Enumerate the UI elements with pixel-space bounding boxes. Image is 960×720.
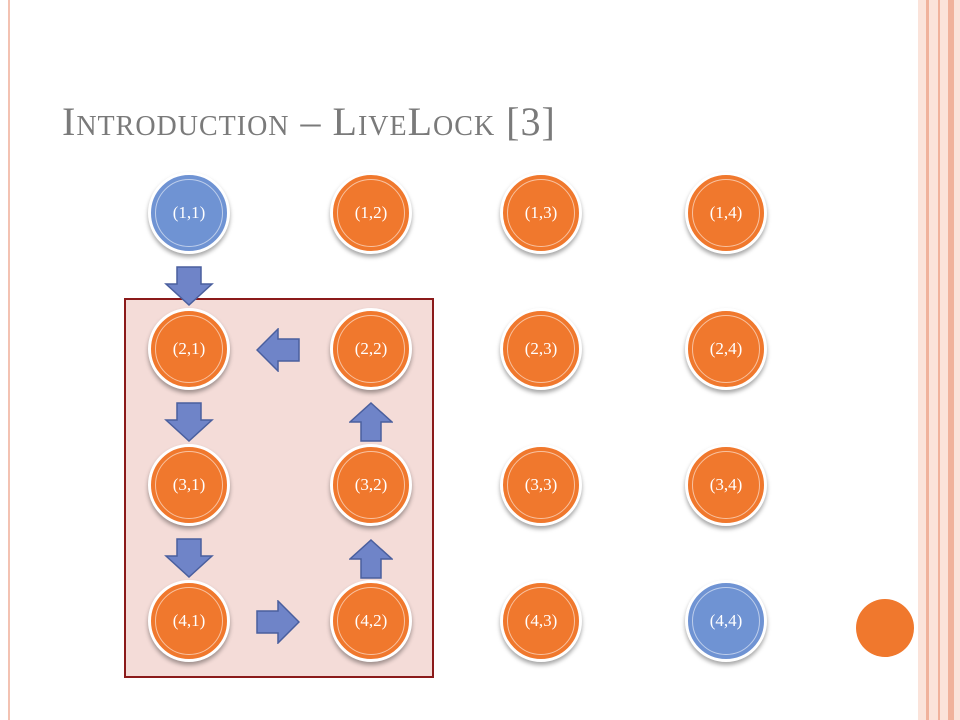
node-3-1: (3,1) bbox=[148, 444, 230, 526]
node-3-2: (3,2) bbox=[330, 444, 412, 526]
node-2-3: (2,3) bbox=[500, 308, 582, 390]
node-4-1: (4,1) bbox=[148, 580, 230, 662]
node-1-2: (1,2) bbox=[330, 172, 412, 254]
node-label: (1,4) bbox=[709, 203, 743, 222]
node-label: (4,3) bbox=[524, 611, 558, 630]
node-label: (2,3) bbox=[524, 339, 558, 358]
arrow-down-icon bbox=[164, 266, 214, 306]
arrow-down-icon bbox=[164, 538, 214, 578]
node-4-4: (4,4) bbox=[685, 580, 767, 662]
decorative-orange-circle bbox=[856, 599, 914, 657]
node-label: (4,4) bbox=[709, 611, 743, 630]
slide-title: Introduction – LiveLock [3] bbox=[62, 99, 556, 144]
node-label: (3,2) bbox=[354, 475, 388, 494]
arrow-down-icon bbox=[164, 402, 214, 442]
node-2-2: (2,2) bbox=[330, 308, 412, 390]
node-1-1: (1,1) bbox=[148, 172, 230, 254]
node-3-4: (3,4) bbox=[685, 444, 767, 526]
node-label: (4,1) bbox=[172, 611, 206, 630]
arrow-left-icon bbox=[256, 328, 300, 372]
node-1-3: (1,3) bbox=[500, 172, 582, 254]
slide-frame-right-line bbox=[938, 0, 940, 720]
node-label: (3,4) bbox=[709, 475, 743, 494]
node-4-2: (4,2) bbox=[330, 580, 412, 662]
node-label: (2,4) bbox=[709, 339, 743, 358]
node-4-3: (4,3) bbox=[500, 580, 582, 662]
node-2-4: (2,4) bbox=[685, 308, 767, 390]
node-label: (3,3) bbox=[524, 475, 558, 494]
node-label: (4,2) bbox=[354, 611, 388, 630]
node-label: (1,2) bbox=[354, 203, 388, 222]
slide-frame-right-line bbox=[926, 0, 929, 720]
slide-frame-right-line bbox=[948, 0, 954, 720]
node-label: (3,1) bbox=[172, 475, 206, 494]
arrow-up-icon bbox=[349, 539, 393, 579]
arrow-up-icon bbox=[349, 402, 393, 442]
node-label: (2,2) bbox=[354, 339, 388, 358]
node-label: (1,1) bbox=[172, 203, 206, 222]
node-3-3: (3,3) bbox=[500, 444, 582, 526]
node-2-1: (2,1) bbox=[148, 308, 230, 390]
node-1-4: (1,4) bbox=[685, 172, 767, 254]
arrow-right-icon bbox=[256, 600, 300, 644]
node-label: (1,3) bbox=[524, 203, 558, 222]
node-label: (2,1) bbox=[172, 339, 206, 358]
slide-frame-left-line bbox=[8, 0, 10, 720]
